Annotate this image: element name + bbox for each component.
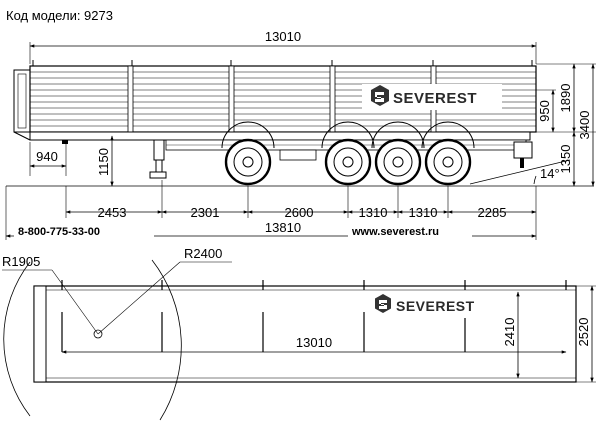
spacing-3: 2600 — [285, 205, 314, 220]
contact-phone: 8-800-775-33-00 — [18, 226, 100, 238]
body-side-height-value: 950 — [537, 100, 552, 122]
severest-logo-side: SEVEREST — [362, 84, 502, 110]
side-view: SEVEREST — [5, 29, 596, 240]
spacing-6: 2285 — [478, 205, 507, 220]
rear-radius-value: R2400 — [184, 246, 222, 261]
contact-website: www.severest.ru — [351, 226, 439, 238]
axle-wheels — [224, 138, 472, 186]
top-view: SEVEREST R1905 R2400 13010 2410 2520 — [2, 246, 596, 421]
spacing-5: 1310 — [409, 205, 438, 220]
front-bulkhead — [13, 69, 31, 133]
overall-length-value: 13010 — [265, 29, 301, 44]
front-radius-value: R1905 — [2, 254, 40, 269]
brand-name: SEVEREST — [393, 90, 477, 107]
total-height-value: 3400 — [577, 111, 592, 140]
spacing-4: 1310 — [359, 205, 388, 220]
front-overhang-value: 940 — [36, 149, 58, 164]
total-length-value: 13810 — [265, 220, 301, 235]
chassis-frame — [29, 131, 531, 141]
landing-gear — [149, 139, 167, 179]
spacing-1: 2453 — [98, 205, 127, 220]
top-body-length-value: 13010 — [296, 335, 332, 350]
total-width-value: 2520 — [576, 318, 591, 347]
severest-logo-top: SEVEREST — [370, 292, 500, 318]
body-height-value: 1890 — [558, 84, 573, 113]
spacing-2: 2301 — [191, 205, 220, 220]
brand-name-top: SEVEREST — [396, 298, 475, 314]
kingpin-height-value: 1150 — [96, 148, 111, 176]
model-code-label: Код модели: 9273 — [6, 8, 113, 23]
frame-height-value: 1350 — [558, 145, 573, 174]
tipping-angle-value: 14° — [540, 166, 560, 181]
body-width-value: 2410 — [502, 318, 517, 347]
